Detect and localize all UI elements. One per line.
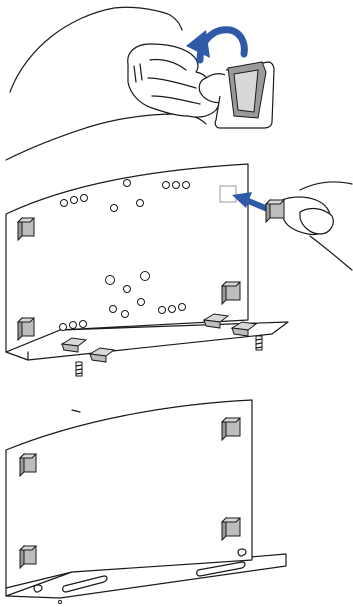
tab-line	[72, 410, 80, 412]
flange-dot	[58, 600, 61, 603]
keyhole-2	[238, 549, 246, 556]
stand3-plate	[6, 400, 252, 588]
screw-1	[76, 362, 82, 376]
rubber-pad-face	[234, 70, 258, 112]
hand-lower-outline	[6, 114, 206, 160]
step-3-stand-ready	[6, 400, 286, 604]
hand2-arm-outline	[300, 182, 352, 190]
pad-target-outline	[220, 186, 236, 202]
rubber-pad-held	[266, 200, 284, 222]
step-2-attach-pads	[6, 164, 352, 376]
keyhole-1	[34, 585, 42, 592]
hand2-lower-outline	[310, 236, 352, 270]
screw-2	[256, 336, 262, 350]
step-1-peel-backing	[6, 7, 274, 160]
